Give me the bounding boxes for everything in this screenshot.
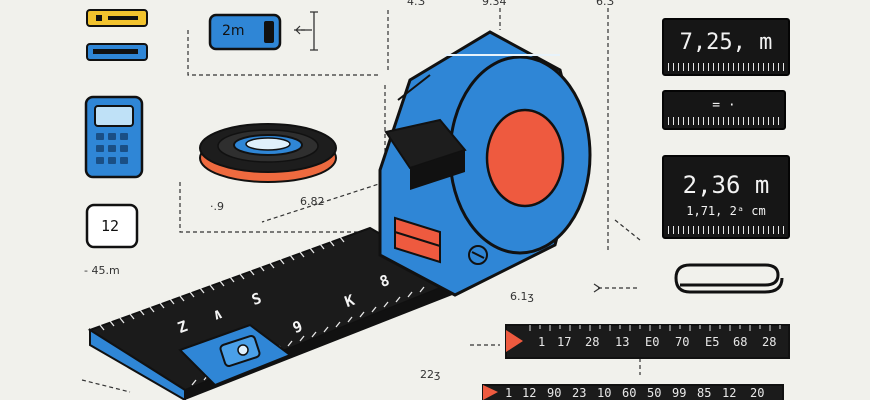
ruler-1-number: 17 [557,335,572,349]
ruler-1-number: 13 [615,335,630,349]
tape-measure-icon [378,30,592,297]
value-panel-top-text: 7,25, m [679,30,773,55]
dim-tape-right: 6.1ʒ [510,290,534,303]
ruler-2-number: 12 [722,386,737,400]
ruler-2-number: 90 [547,386,562,400]
ruler-2-number: 85 [697,386,712,400]
battery-chip-icon [208,13,282,51]
value-panel-bottom-sub: 1,71, 2ᵃ cm [686,204,766,218]
ruler-2-number: 50 [647,386,662,400]
dim-coil-left: ·.9 [210,200,224,213]
dim-bottom-mid: 22ʒ [420,368,441,381]
dim-top-left: 4.Ʒ [407,0,425,8]
chip-label: 2m [222,23,245,39]
ruler-strip-1 [505,324,790,359]
ruler-1-number: E5 [705,335,720,349]
ruler-2-number: 10 [597,386,612,400]
ruler-2-number: 20 [750,386,765,400]
calculator-icon [84,95,144,179]
ruler-1-number: 28 [585,335,600,349]
ruler-1-number: 68 [733,335,748,349]
dim-top-mid: 9.34 [482,0,507,8]
value-panel-bottom: 2,36 m 1,71, 2ᵃ cm [662,155,790,239]
ruler-2-number: 1 [505,386,513,400]
readout-value: 12 [101,217,120,235]
ruler-1-number: 1 [538,335,546,349]
tape-blade-icon [87,226,463,400]
ruler-2-number: 99 [672,386,687,400]
ruler-1-number: 28 [762,335,777,349]
tape-coil-icon [199,123,337,183]
dim-coil-right: 6.82 [300,195,325,208]
dim-top-right: 6.Ʒ [596,0,614,8]
paperclip-icon [674,263,784,294]
value-panel-middle: = · [662,90,786,130]
ruler-2-number: 12 [522,386,537,400]
value-panel-top: 7,25, m [662,18,790,76]
dim-left-side: - 45.m [84,264,120,277]
digital-readout-icon [85,203,139,249]
value-panel-middle-text: = · [712,98,736,113]
ruler-2-number: 60 [622,386,637,400]
ruler-1-number: 70 [675,335,690,349]
ruler-2-number: 23 [572,386,587,400]
ruler-1-number: E0 [645,335,660,349]
value-panel-bottom-text: 2,36 m [682,171,770,199]
